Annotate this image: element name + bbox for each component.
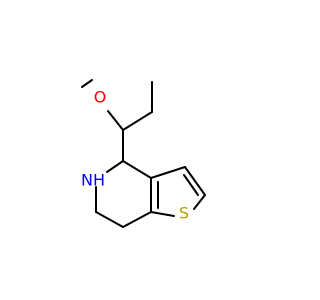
bond-c3-c2 <box>184 166 206 196</box>
bond-c3-c2-inner <box>183 174 199 196</box>
bond-o-ch <box>107 110 124 131</box>
bond-methyl-o <box>81 79 93 88</box>
bond-c4-c3a <box>122 160 152 179</box>
bond-c4-n <box>106 160 124 173</box>
bond-c6-c7 <box>95 211 124 228</box>
bond-c7-c7a <box>122 211 152 228</box>
structure-canvas: O NH S <box>81 79 206 228</box>
oxygen-atom-label: O <box>94 88 107 107</box>
bond-ch-ch2 <box>122 111 153 131</box>
bond-c3a-c3 <box>150 166 186 179</box>
sulfur-atom-label: S <box>179 204 189 223</box>
bond-c2-s <box>193 194 206 210</box>
molecule-diagram: O NH S <box>81 79 206 228</box>
bond-s-c7a <box>150 211 175 217</box>
nitrogen-atom-label: NH <box>81 171 105 190</box>
